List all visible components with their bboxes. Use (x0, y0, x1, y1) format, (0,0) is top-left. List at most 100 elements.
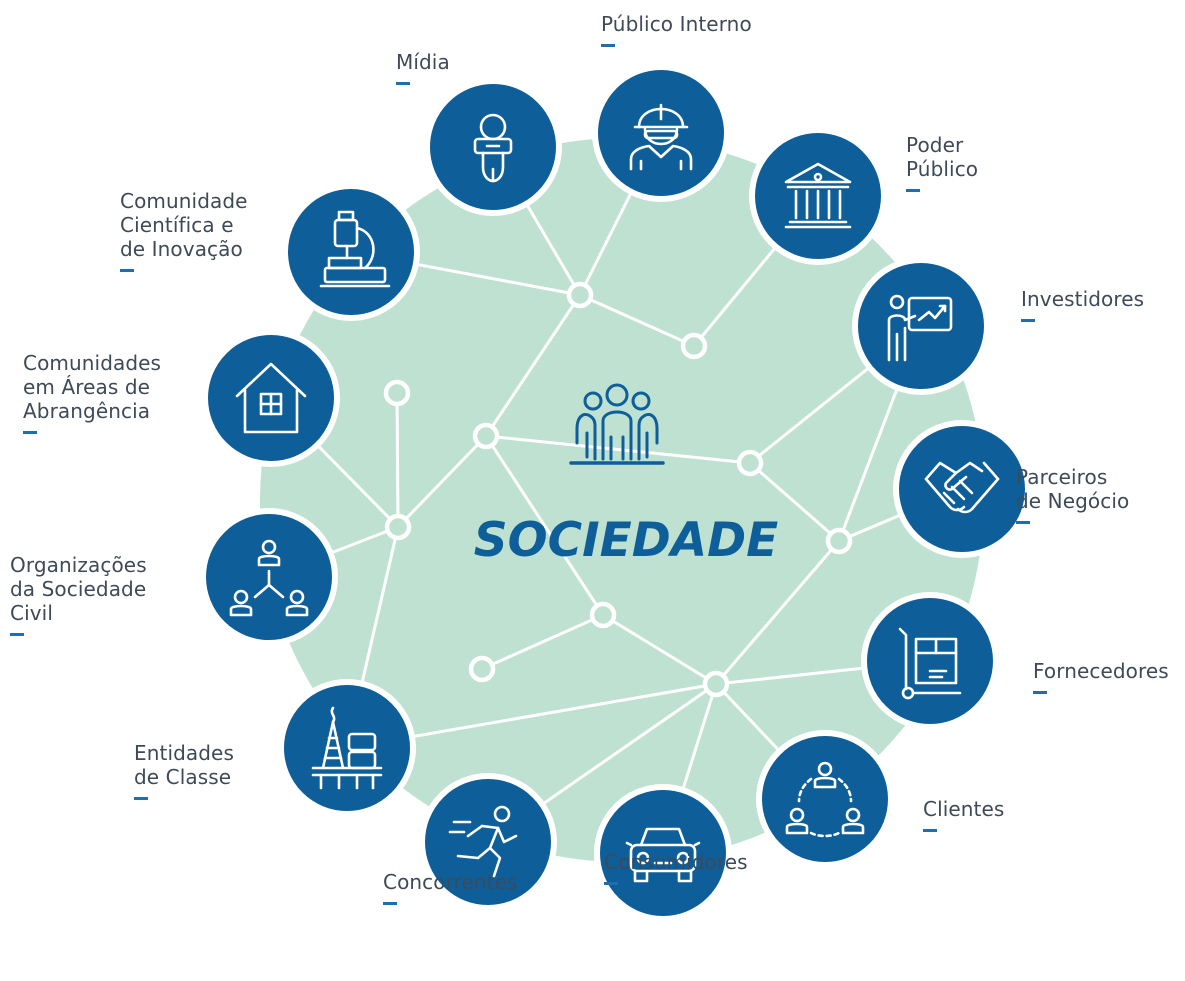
stakeholder-label-line: Mídia (396, 50, 450, 74)
network-edge (714, 540, 841, 685)
label-dash-marker (383, 902, 397, 905)
network-junctions (383, 281, 853, 698)
stakeholder-label-fornecedores: Fornecedores (1033, 659, 1169, 694)
stakeholder-node-comunidade-cientifica (282, 183, 420, 321)
stakeholder-label-line: de Negócio (1016, 489, 1130, 513)
stakeholder-circle (282, 183, 420, 321)
stakeholder-node-parceiros-de-negocio (893, 420, 1031, 558)
presentation-chart-icon (887, 294, 953, 362)
label-dash-marker (604, 882, 618, 885)
network-junction (825, 527, 853, 555)
label-dash-marker (10, 633, 24, 636)
stakeholder-label-line: Consumidores (604, 850, 748, 874)
stakeholder-label-line: Organizações (10, 553, 147, 577)
people-group-icon (569, 383, 665, 465)
hand-truck-box-icon (898, 627, 962, 700)
stakeholder-node-entidades-de-classe (278, 679, 416, 817)
network-edge (579, 293, 695, 348)
stakeholder-label-line: Científica e (120, 213, 234, 237)
stakeholder-circle (861, 592, 999, 730)
stakeholder-circle (756, 730, 894, 868)
network-junction (468, 655, 496, 683)
network-edge (484, 294, 582, 437)
stakeholder-nodes (200, 64, 1031, 922)
stakeholder-label-concorrentes: Concorrentes (383, 870, 518, 905)
network-edge (396, 434, 488, 529)
stakeholder-label-line: Público Interno (601, 12, 752, 36)
network-junction (566, 281, 594, 309)
handshake-icon (924, 461, 1000, 514)
government-building-icon (784, 162, 852, 229)
network-junction (589, 601, 617, 629)
stakeholder-label-line: da Sociedade (10, 577, 147, 601)
stakeholder-label-line: Parceiros (1016, 465, 1108, 489)
house-icon (235, 362, 307, 434)
organization-network-icon (229, 539, 309, 617)
label-dash-marker (601, 44, 615, 47)
microscope-icon (319, 210, 391, 288)
stakeholder-label-line: Comunidades (23, 351, 162, 375)
stakeholder-label-line: de Classe (134, 765, 232, 789)
network-edge (485, 434, 751, 465)
runner-icon (448, 805, 518, 878)
stakeholder-node-investidores (852, 257, 990, 395)
stakeholder-label-line: em Áreas de (23, 375, 151, 399)
stakeholder-label-line: Concorrentes (383, 870, 518, 894)
network-junction (702, 670, 730, 698)
stakeholder-node-publico-interno (592, 64, 730, 202)
stakeholder-label-line: Clientes (923, 797, 1005, 821)
network-edge (749, 461, 840, 543)
network-junction (736, 449, 764, 477)
stakeholder-label-clientes: Clientes (923, 797, 1004, 832)
stakeholder-circle (592, 64, 730, 202)
stakeholder-node-fornecedores (861, 592, 999, 730)
worker-icon (629, 103, 693, 171)
stakeholder-node-comunidades-areas (202, 329, 340, 467)
microphone-icon (473, 113, 513, 183)
label-dash-marker (1016, 521, 1030, 524)
stakeholder-label-line: Investidores (1021, 287, 1145, 311)
car-icon (625, 827, 701, 883)
stakeholder-node-midia (424, 78, 562, 216)
network-edge (395, 392, 400, 528)
label-dash-marker (1033, 691, 1047, 694)
stakeholder-circle (419, 773, 557, 911)
society-background-circle (260, 138, 984, 862)
stakeholder-node-clientes (756, 730, 894, 868)
stakeholder-label-line: Poder (906, 133, 964, 157)
label-dash-marker (23, 431, 37, 434)
stakeholder-label-consumidores: Consumidores (604, 850, 748, 885)
label-dash-marker (906, 189, 920, 192)
label-dash-marker (396, 82, 410, 85)
oil-platform-icon (311, 706, 383, 790)
label-dash-marker (1021, 319, 1035, 322)
stakeholder-circle (594, 784, 732, 922)
label-dash-marker (134, 797, 148, 800)
network-junction (472, 422, 500, 450)
label-dash-marker (923, 829, 937, 832)
stakeholder-label-midia: Mídia (396, 50, 450, 85)
network-junction (680, 332, 708, 360)
stakeholder-label-line: de Inovação (120, 237, 243, 261)
label-dash-marker (120, 269, 134, 272)
stakeholder-node-poder-publico (749, 127, 887, 265)
network-junction (384, 513, 412, 541)
stakeholder-label-publico-interno: Público Interno (601, 12, 752, 47)
stakeholder-circle (278, 679, 416, 817)
stakeholder-circle (893, 420, 1031, 558)
stakeholder-label-line: Civil (10, 601, 53, 625)
network-edge (602, 613, 717, 686)
client-cycle-icon (785, 761, 865, 838)
stakeholder-label-investidores: Investidores (1021, 287, 1144, 322)
network-edge (484, 435, 605, 616)
network-edge (481, 613, 604, 671)
stakeholder-label-line: Fornecedores (1033, 659, 1169, 683)
stakeholder-label-line: Comunidade (120, 189, 248, 213)
stakeholder-label-line: Público (906, 157, 979, 181)
